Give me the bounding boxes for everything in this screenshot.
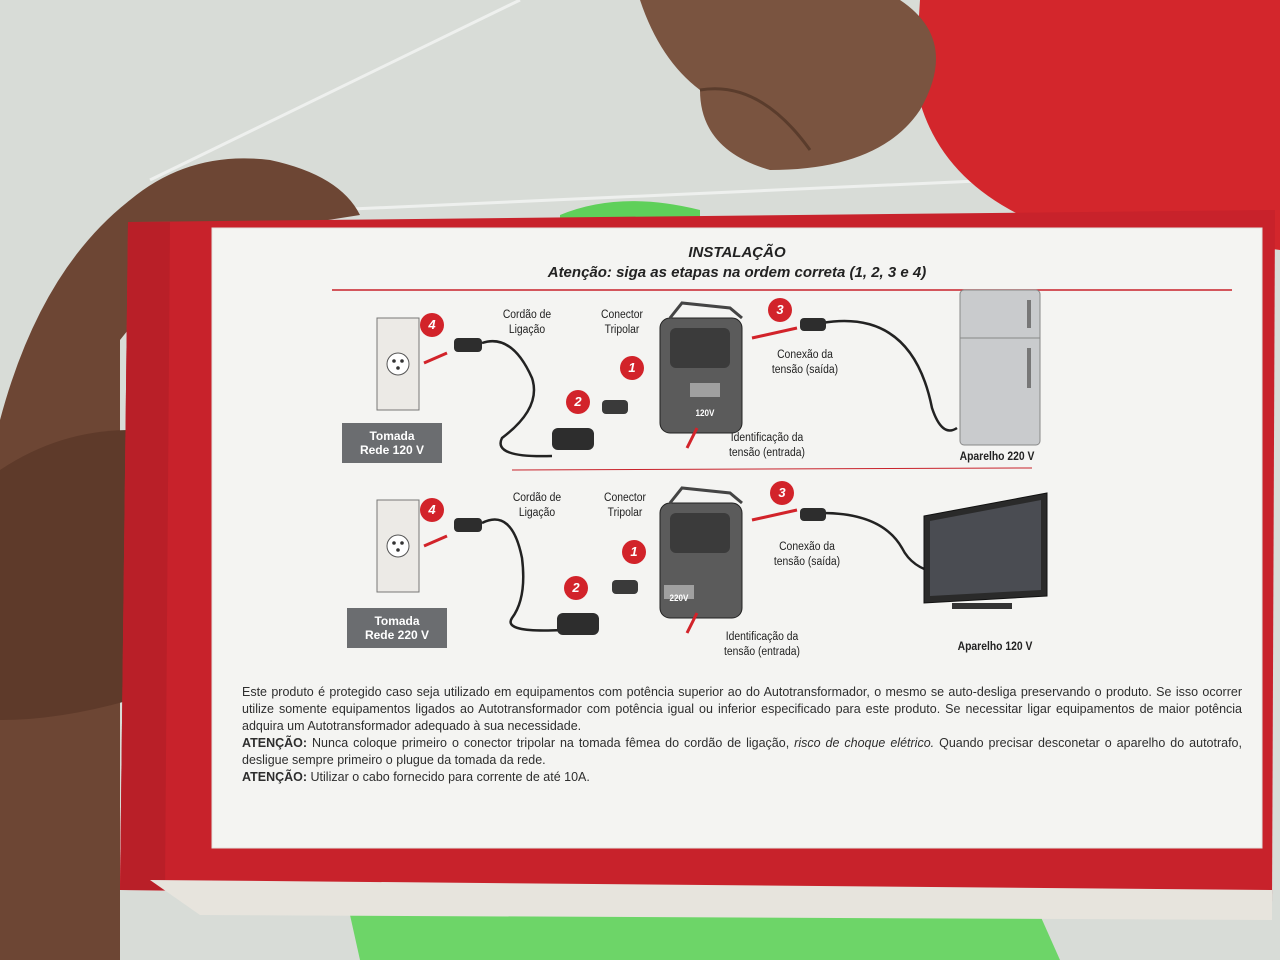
subtitle-text: siga as etapas na ordem correta (1, 2, 3… [616,264,927,281]
voltage-badge-bottom: 220V [669,593,689,603]
cord-label-top: Cordão de Ligação [502,309,552,336]
connector-label-top: Conector Tripolar [600,309,643,336]
autotransformer-top [659,301,743,434]
outlet-tag-top: Tomada Rede 120 V [342,423,442,463]
protection-paragraph: Este produto é protegido caso seja utili… [242,685,1242,733]
cord-label-bottom: Cordão de Ligação [512,492,562,519]
step-2-badge: 2 [566,390,590,414]
instruction-panel: INSTALAÇÃO Atenção: siga as etapas na or… [212,228,1262,848]
top-hand [640,0,936,170]
warning-1-label: ATENÇÃO: [242,736,308,750]
tripolar-plug-bottom [612,580,638,594]
box-bottom-edge [150,880,1272,920]
output-label-bottom: Conexão da tensão (saída) [773,541,841,568]
warning-1-italic: risco de choque elétrico. [794,736,935,750]
warning-1: ATENÇÃO: Nunca coloque primeiro o conect… [242,735,1242,769]
outlet-tag-bottom: Tomada Rede 220 V [347,608,447,648]
step-1-badge-b: 1 [622,540,646,564]
warning-1-text: Nunca coloque primeiro o conector tripol… [312,736,790,750]
subtitle-bold: Atenção: [547,264,612,281]
plug-top [454,338,482,352]
step-4-badge: 4 [420,313,444,337]
television-icon [923,492,1048,609]
step-4-badge-b: 4 [420,498,444,522]
input-label-bottom: Identificação da tensão (entrada) [724,631,800,658]
plug-bottom [454,518,482,532]
autotransformer-bottom [659,486,743,619]
left-hand [0,158,360,960]
step-3-badge-b: 3 [770,481,794,505]
tripolar-plug-top [602,400,628,414]
warning-2-text: Utilizar o cabo fornecido para corrente … [310,770,590,784]
step-3-badge: 3 [768,298,792,322]
refrigerator-icon [959,289,1041,446]
appliance-label-bottom: Aparelho 120 V [957,641,1033,653]
socket-top [552,428,594,450]
warning-2-label: ATENÇÃO: [242,770,308,784]
step-2-badge-b: 2 [564,576,588,600]
warning-2: ATENÇÃO: Utilizar o cabo fornecido para … [242,769,1242,786]
input-label-top: Identificação da tensão (entrada) [729,432,805,459]
red-sleeve [915,0,1280,250]
appliance-label-top: Aparelho 220 V [959,451,1035,463]
voltage-badge-top: 120V [695,408,715,418]
instructions-subtitle: Atenção: siga as etapas na ordem correta… [212,264,1262,281]
wall-outlet-bottom [376,499,420,593]
socket-bottom [557,613,599,635]
instructions-title: INSTALAÇÃO [688,244,786,261]
installation-diagram [332,289,1232,635]
wall-outlet-top [376,317,420,411]
connector-label-bottom: Conector Tripolar [603,492,646,519]
warning-1-rest: Quando precisar desconetar o aparelho do… [242,736,1242,767]
step-1-badge: 1 [620,356,644,380]
instructions-body: Este produto é protegido caso seja utili… [242,684,1242,786]
output-label-top: Conexão da tensão (saída) [771,349,839,376]
